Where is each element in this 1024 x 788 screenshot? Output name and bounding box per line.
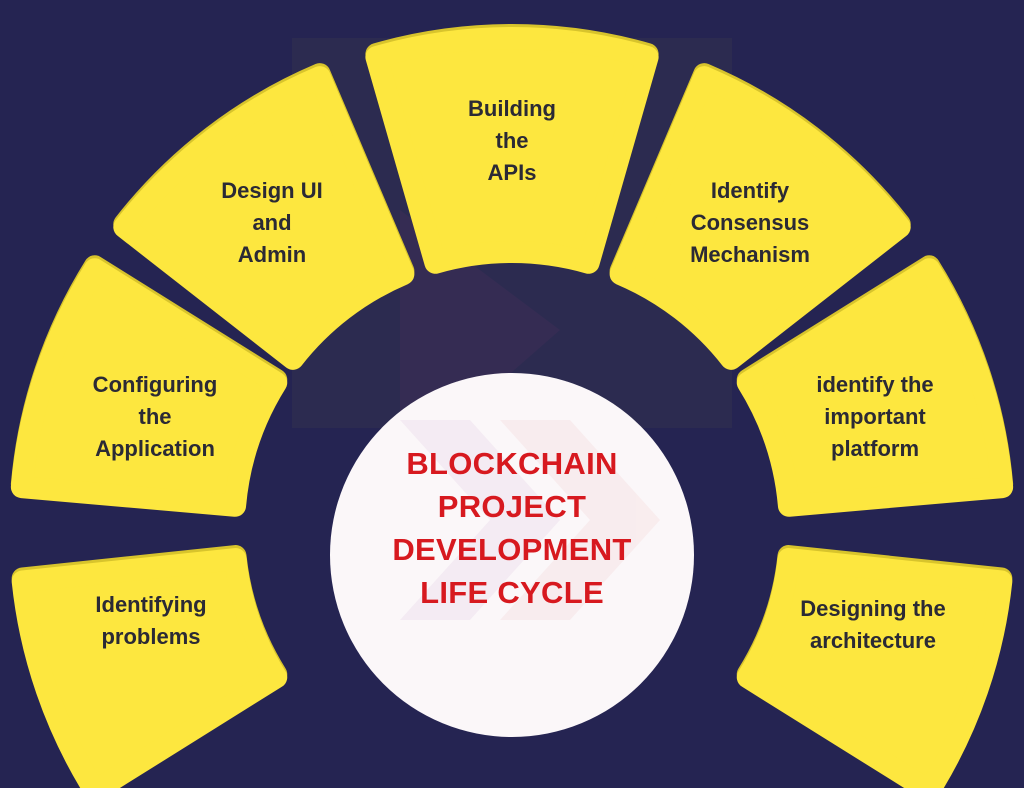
segment-configuring-application [10,258,288,517]
segment-design-ui-admin [113,66,415,370]
segment-label-designing-architecture: Designing the architecture [800,596,946,653]
segment-designing-architecture [736,548,1013,788]
segment-label-building-apis: Building the APIs [468,96,556,185]
segment-label-identifying-problems: Identifying problems [95,592,207,649]
segment-label-identify-platform: identify the important platform [816,372,934,461]
segment-label-design-ui-admin: Design UI and Admin [221,178,323,267]
segment-identifying-problems [11,548,288,788]
center-circle [330,373,694,737]
segment-building-apis [365,27,659,274]
segment-label-identify-consensus: Identify Consensus Mechanism [690,178,810,267]
segment-identify-platform [736,258,1014,517]
diagram-title: BLOCKCHAIN PROJECT DEVELOPMENT LIFE CYCL… [392,446,632,610]
segment-label-configuring-application: Configuring the Application [92,372,218,461]
segment-identify-consensus [609,66,911,370]
center-watermark [400,420,660,620]
